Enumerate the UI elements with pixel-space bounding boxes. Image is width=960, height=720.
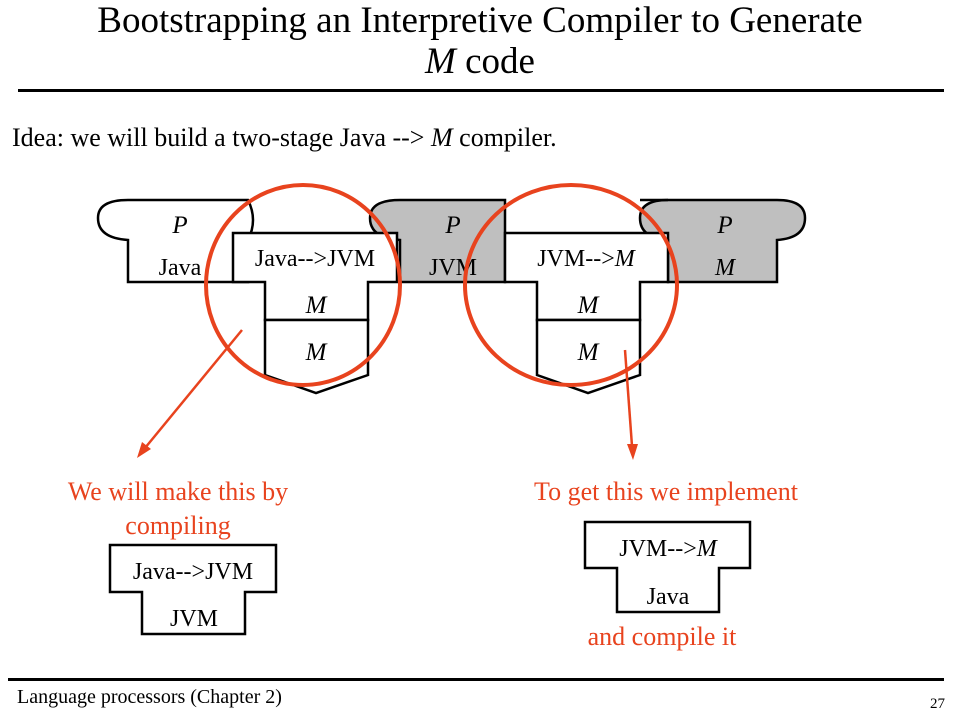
highlight-circle-right [463,183,679,387]
annotation-right-after: and compile it [588,622,738,651]
program-p-jvm: P JVM [368,198,507,284]
program-1-language: Java [159,255,202,281]
title-line-1: Bootstrapping an Interpretive Compiler t… [97,0,863,41]
annotation-left-line-1: We will make this by [68,477,288,506]
small-right-label-prefix: JVM--> [619,536,697,562]
small-compiler-jvm-to-m: JVM-->M Java [583,520,752,614]
small-compiler-java-to-jvm: Java-->JVM JVM [108,543,278,636]
annotation-right-line-1: To get this we implement [534,477,799,506]
slide-title: Bootstrapping an Interpretive Compiler t… [0,0,960,82]
program-3-language: M [714,255,737,281]
annotation-left-line-2: compiling [125,511,230,540]
program-1-p-label: P [171,212,187,239]
title-line-2-rest: code [455,41,535,82]
idea-statement: Idea: we will build a two-stage Java -->… [12,123,557,153]
arrow-left [137,329,243,458]
footer-course-title: Language processors (Chapter 2) [17,686,282,708]
small-right-label-target: M [696,536,719,562]
small-right-impl-language: Java [647,584,690,610]
page-number: 27 [930,696,945,712]
machine-1-label: M [305,339,328,366]
program-3-p-label: P [716,212,732,239]
program-p-java: P Java [96,198,255,284]
compiler-2-label-prefix: JVM--> [537,246,615,272]
small-right-label: JVM-->M [619,536,719,562]
program-2-p-label: P [444,212,460,239]
title-line-2: M code [0,41,960,82]
compiler-2-impl-language: M [577,292,600,319]
compiler-1-label: Java-->JVM [255,246,375,272]
footer-divider [8,678,944,681]
arrow-right [623,349,638,460]
small-left-impl-language: JVM [170,606,218,632]
compiler-2-label: JVM-->M [537,246,637,272]
compiler-jvm-to-m: JVM-->M M [503,231,670,322]
small-left-label: Java-->JVM [133,559,253,585]
title-divider [18,89,944,92]
program-p-m: P M [638,198,807,284]
highlight-circle-left [204,183,402,387]
compiler-2-label-target: M [614,246,637,272]
machine-2-label: M [577,339,600,366]
compiler-1-impl-language: M [305,292,328,319]
idea-suffix: compiler. [452,123,557,152]
idea-machine-letter: M [430,123,453,152]
title-machine-letter: M [425,41,456,82]
compiler-java-to-jvm: Java-->JVM M [231,231,399,322]
idea-prefix: Idea: we will build a two-stage Java --> [12,123,431,152]
